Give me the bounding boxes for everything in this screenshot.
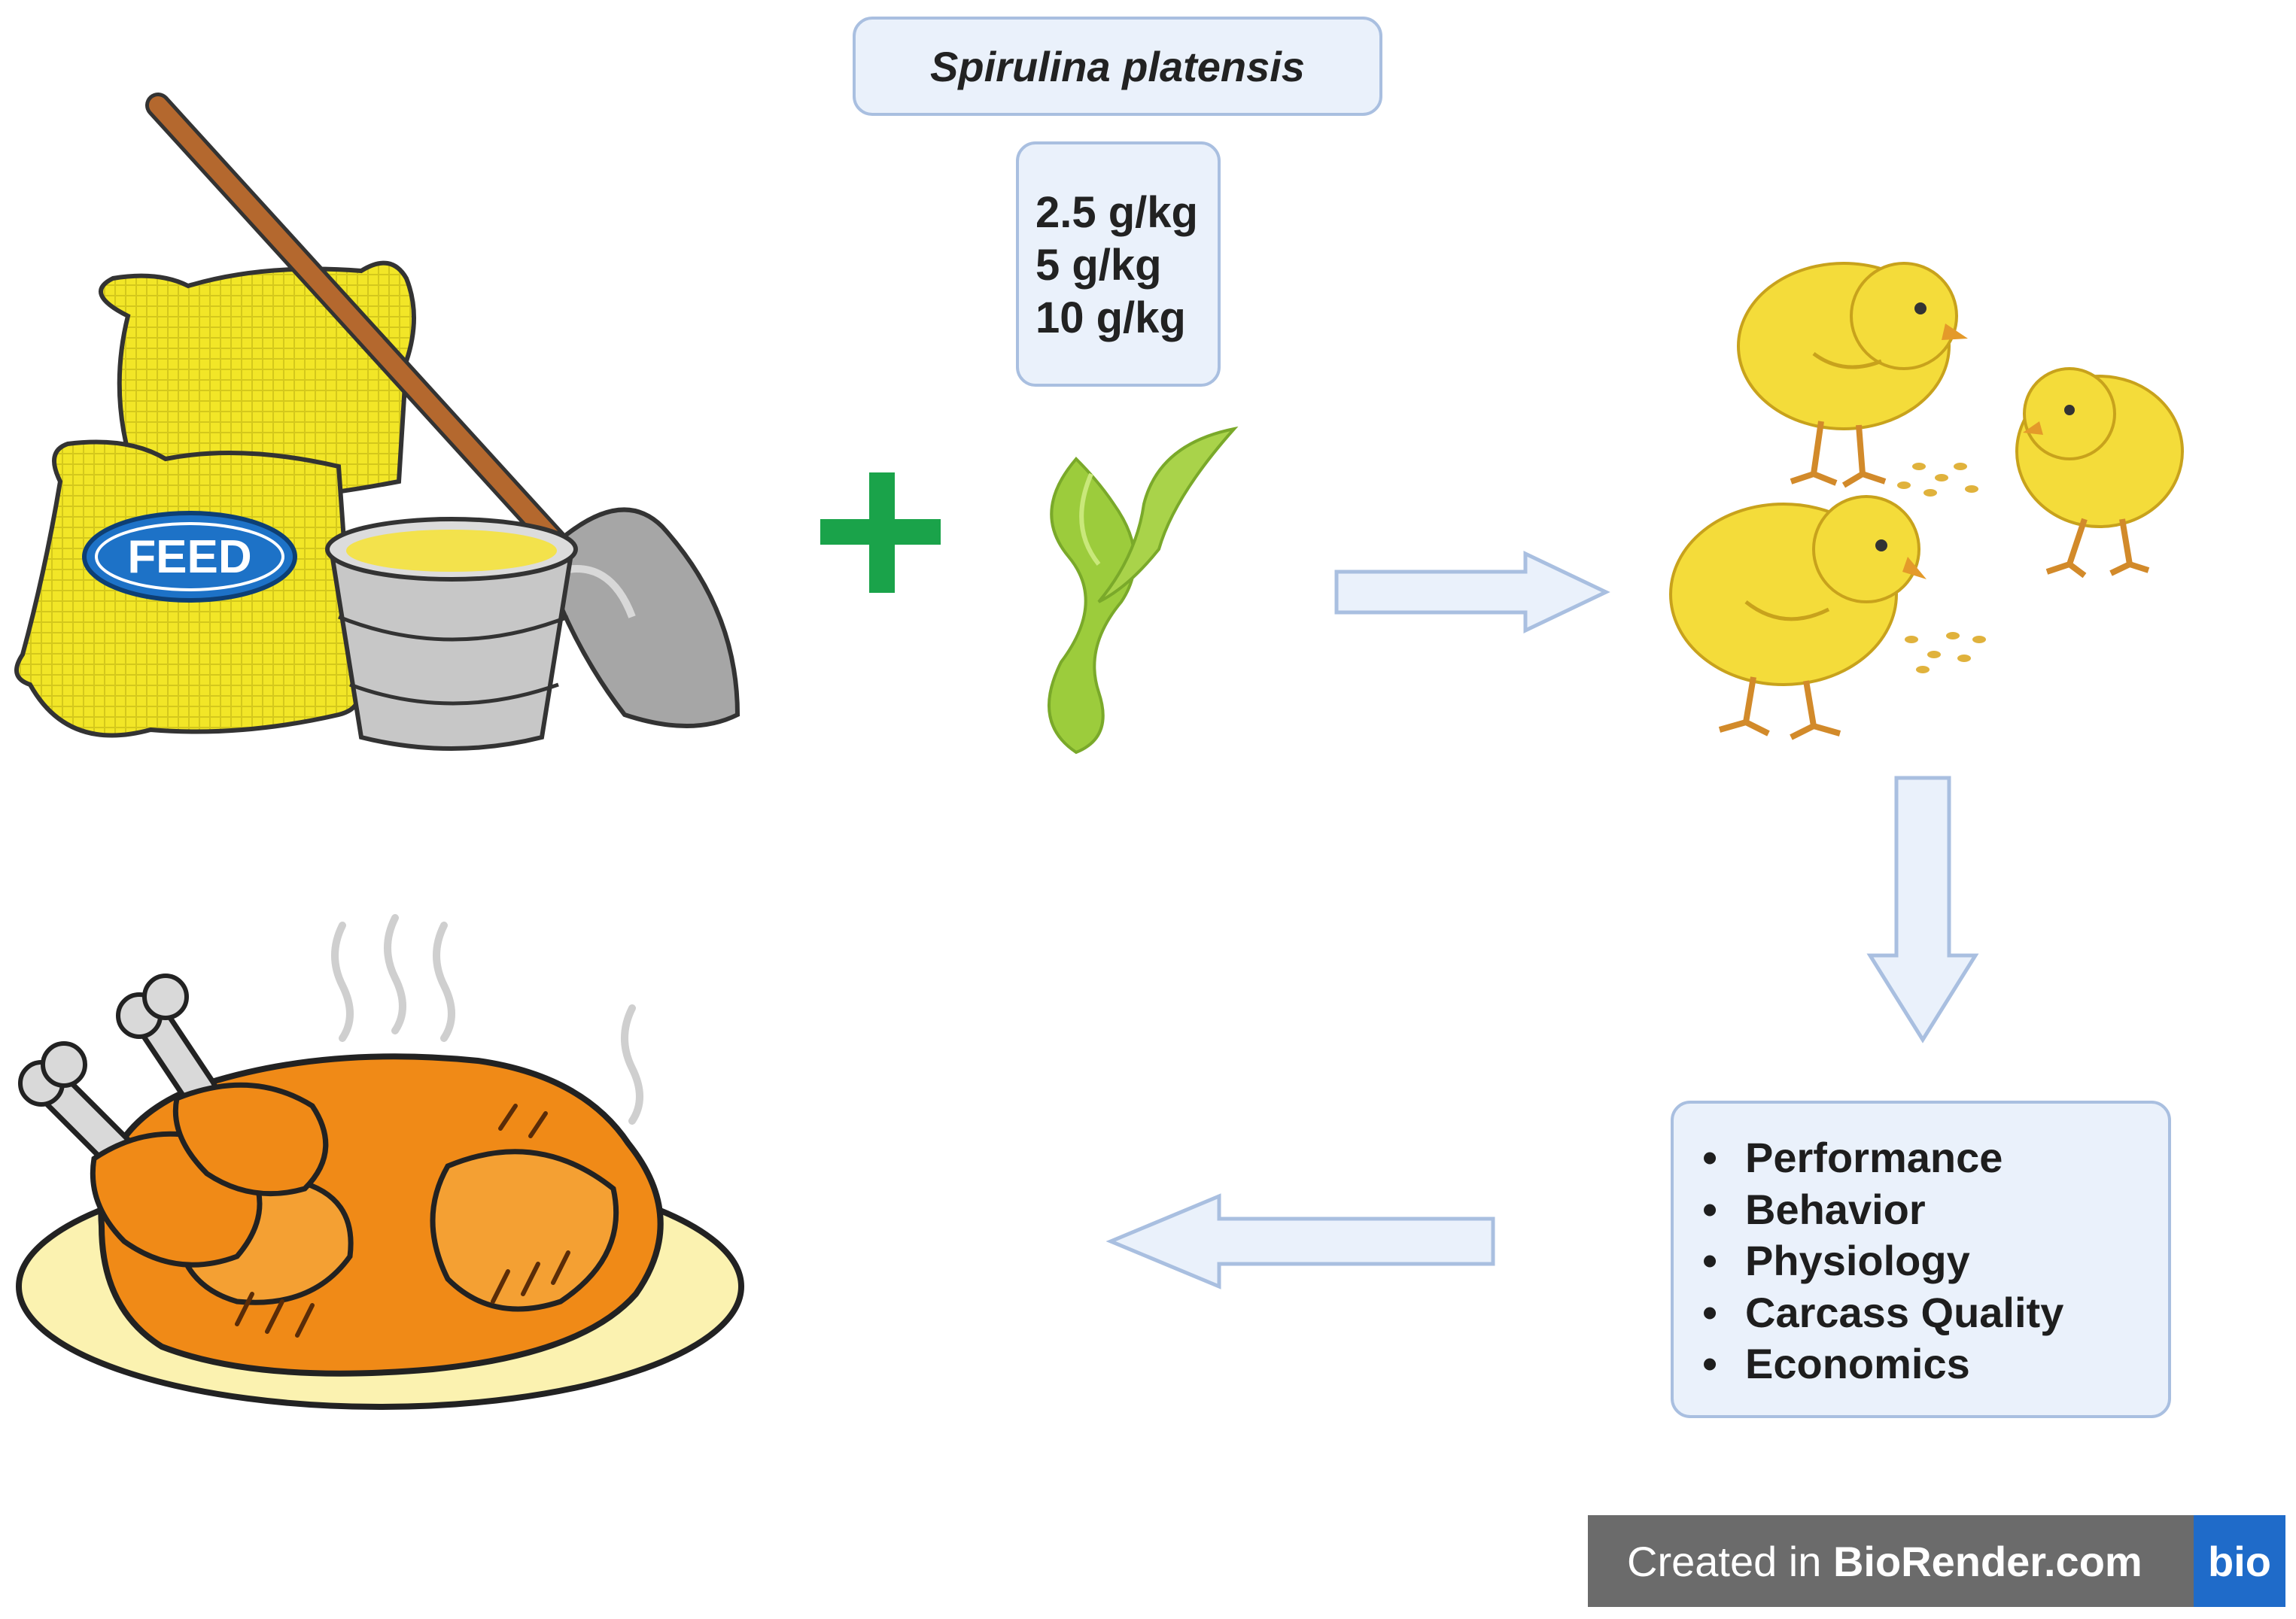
- bullet: •: [1702, 1185, 1717, 1233]
- bullet: •: [1702, 1288, 1717, 1336]
- outcome-item: • Economics: [1702, 1338, 2168, 1390]
- steam-icon: [331, 914, 643, 1125]
- dose-item: 5 g/kg: [1035, 241, 1162, 290]
- outcome-label: Economics: [1745, 1340, 1970, 1387]
- biorender-logo: bio: [2194, 1515, 2285, 1607]
- biorender-badge: Created in BioRender.com bio: [1588, 1515, 2285, 1607]
- roast-chicken-illustration: [16, 914, 744, 1410]
- badge-brand: BioRender.com: [1832, 1537, 2142, 1585]
- plus-icon: [820, 472, 941, 593]
- species-title: Spirulina platensis: [930, 42, 1305, 90]
- chick: [1737, 262, 1968, 488]
- bullet: •: [1702, 1340, 1717, 1387]
- outcome-label: Physiology: [1745, 1237, 1970, 1284]
- feed-sack-illustration: FEED: [14, 93, 740, 751]
- outcome-label: Behavior: [1745, 1185, 1926, 1233]
- dose-item: 2.5 g/kg: [1035, 188, 1198, 237]
- outcome-item: • Behavior: [1702, 1184, 2168, 1236]
- dose-item: 10 g/kg: [1035, 293, 1186, 342]
- arrow-right-icon: [1334, 551, 1610, 633]
- bullet: •: [1702, 1237, 1717, 1284]
- chicks-illustration: [1669, 262, 2184, 740]
- outcome-box: • Performance • Behavior • Physiology • …: [1671, 1101, 2171, 1418]
- dose-box: 2.5 g/kg 5 g/kg 10 g/kg: [1016, 141, 1221, 387]
- badge-created-in: Created in: [1627, 1537, 1833, 1585]
- outcome-label: Carcass Quality: [1745, 1288, 2064, 1336]
- outcome-item: • Physiology: [1702, 1235, 2168, 1287]
- bullet: •: [1702, 1134, 1717, 1181]
- feed-label: FEED: [127, 531, 251, 583]
- spirulina-icon: [1048, 426, 1239, 755]
- species-title-box: Spirulina platensis: [853, 17, 1382, 116]
- chick: [1669, 495, 1927, 740]
- chick: [2015, 367, 2184, 579]
- outcome-label: Performance: [1745, 1134, 2003, 1181]
- arrow-left-icon: [1105, 1193, 1495, 1289]
- outcome-item: • Carcass Quality: [1702, 1287, 2168, 1339]
- outcome-item: • Performance: [1702, 1132, 2168, 1184]
- arrow-down-icon: [1866, 776, 1979, 1043]
